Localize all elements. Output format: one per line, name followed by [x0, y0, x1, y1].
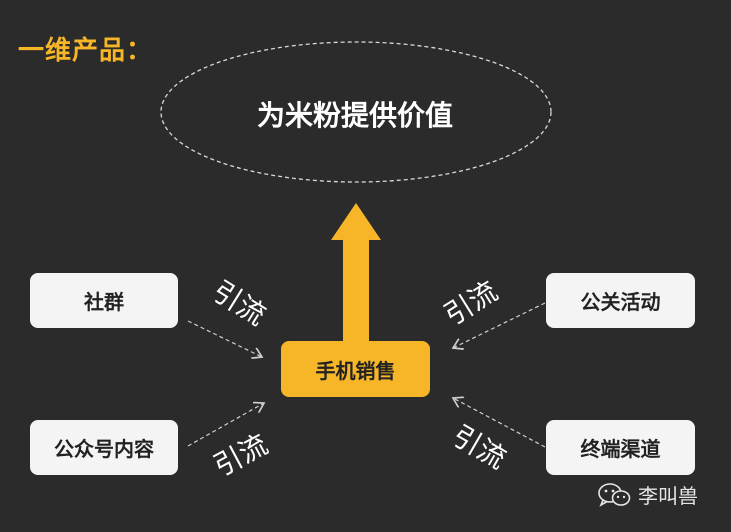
source-box-retail-channel: 终端渠道 — [546, 420, 695, 475]
page-title: 一维产品： — [18, 36, 154, 66]
source-box-community: 社群 — [30, 273, 178, 328]
watermark: 李叫兽 — [596, 480, 698, 509]
wechat-icon — [598, 482, 631, 507]
connector-left-bottom — [187, 403, 264, 447]
source-box-pr-events: 公关活动 — [546, 273, 695, 328]
goal-ellipse — [160, 41, 552, 183]
center-box-phone-sales: 手机销售 — [281, 341, 430, 397]
connector-right-top — [453, 302, 546, 348]
source-label: 社群 — [84, 290, 124, 314]
center-label: 手机销售 — [315, 358, 396, 383]
connector-right-bottom — [453, 398, 546, 448]
source-label: 公关活动 — [580, 290, 661, 314]
watermark-text: 李叫兽 — [638, 484, 698, 508]
source-label: 终端渠道 — [580, 437, 661, 461]
goal-text: 为米粉提供价值 — [256, 99, 453, 132]
source-box-official-account: 公众号内容 — [30, 420, 178, 475]
up-arrow — [331, 203, 381, 342]
source-label: 公众号内容 — [54, 437, 154, 461]
